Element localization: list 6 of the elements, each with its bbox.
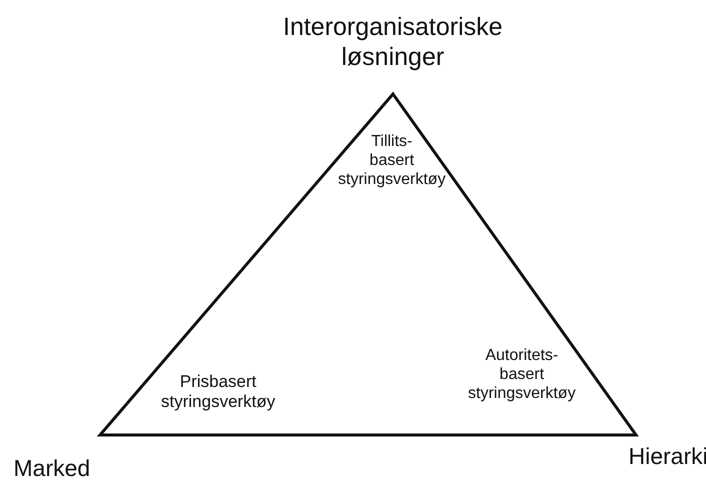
region-label: Tillits- basert styringsverktøy [338,132,446,190]
corner-label: Marked [14,455,90,483]
region-label: Autoritets- basert styringsverktøy [468,346,576,404]
corner-label: Hierarki [628,443,706,471]
corner-label: Interorganisatoriske løsninger [283,12,503,72]
region-label: Prisbasert styringsverktøy [161,372,276,413]
